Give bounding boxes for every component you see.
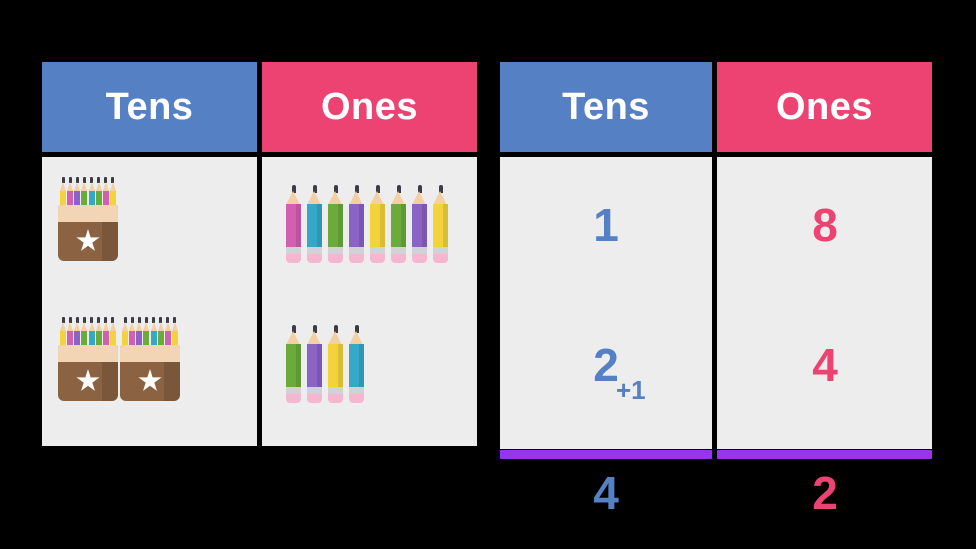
ones-answer-digit: 2 [812,467,838,519]
tens-digit-second-addend: 2 [593,339,619,391]
right-table-ones-header: Ones [717,62,932,152]
pencil-icon [370,185,385,263]
pencil-box-icon [58,317,118,401]
ones-answer-rule [717,450,932,459]
ones-digit-first-addend: 8 [812,199,838,251]
left-table-tens-header: Tens [42,62,257,152]
pencil-icon [349,325,364,403]
tens-digit-first-addend: 1 [593,199,619,251]
pencil-box-icon [120,317,180,401]
pencil-box-tips [122,317,178,351]
pencil-icon [412,185,427,263]
ones-digit-second-addend: 4 [812,339,838,391]
pencil-icon [286,325,301,403]
pencil-box-tips [60,177,116,211]
right-table-ones-body: 8 4 [717,157,932,449]
pencil-box-tips [60,317,116,351]
pencil-icon [433,185,448,263]
left-tens-header-label: Tens [105,86,194,128]
pencil-box-band [58,205,118,222]
pencil-box-icon [58,177,118,261]
right-tens-header-label: Tens [562,86,650,128]
right-table-tens-header: Tens [500,62,712,152]
carry-indicator: +1 [616,375,646,405]
pencil-icon [328,185,343,263]
pencil-icon [349,185,364,263]
tens-answer-rule [500,450,712,459]
pencil-icon [307,185,322,263]
left-table-ones-body [262,157,477,446]
tens-answer-digit: 4 [593,467,619,519]
right-ones-header-label: Ones [775,86,874,128]
left-ones-header-label: Ones [320,86,419,128]
right-table-tens-body: 1 2 +1 [500,157,712,449]
left-table-tens-body [42,157,257,446]
pencil-icon [286,185,301,263]
pencil-icon [328,325,343,403]
pencil-icon [307,325,322,403]
left-table-ones-header: Ones [262,62,477,152]
pencil-icon [391,185,406,263]
